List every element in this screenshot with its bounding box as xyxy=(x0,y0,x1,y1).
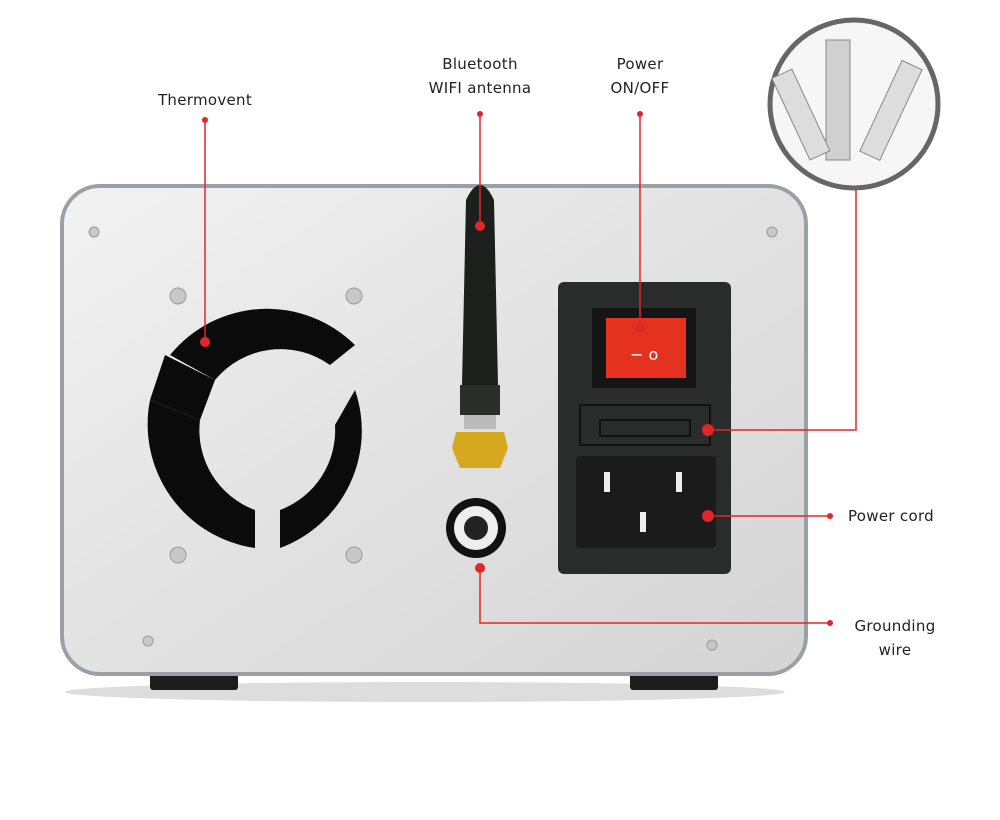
label-power-cord: Power cord xyxy=(848,507,934,525)
callout-dots xyxy=(200,111,833,626)
label-power: Power ON/OFF xyxy=(580,52,700,100)
label-antenna-line1: Bluetooth xyxy=(442,55,518,73)
switch-symbols: − o xyxy=(630,345,658,364)
callout-lines xyxy=(204,114,857,624)
power-socket-icon xyxy=(576,456,716,548)
fan-icon xyxy=(147,308,362,548)
rocker-switch-icon xyxy=(606,318,686,378)
fuse-inset-icon xyxy=(767,17,941,191)
grounding-terminal-icon xyxy=(446,498,506,558)
label-grounding-line2: wire xyxy=(878,641,912,659)
label-grounding: Grounding wire xyxy=(840,614,950,662)
label-thermovent: Thermovent xyxy=(157,91,253,109)
antenna-icon xyxy=(452,185,508,468)
label-power-line1: Power xyxy=(616,55,664,73)
label-antenna-line2: WIFI antenna xyxy=(428,79,532,97)
label-power-line2: ON/OFF xyxy=(610,79,670,97)
label-grounding-line1: Grounding xyxy=(854,617,936,635)
label-antenna: Bluetooth WIFI antenna xyxy=(410,52,550,100)
screws xyxy=(88,226,778,651)
